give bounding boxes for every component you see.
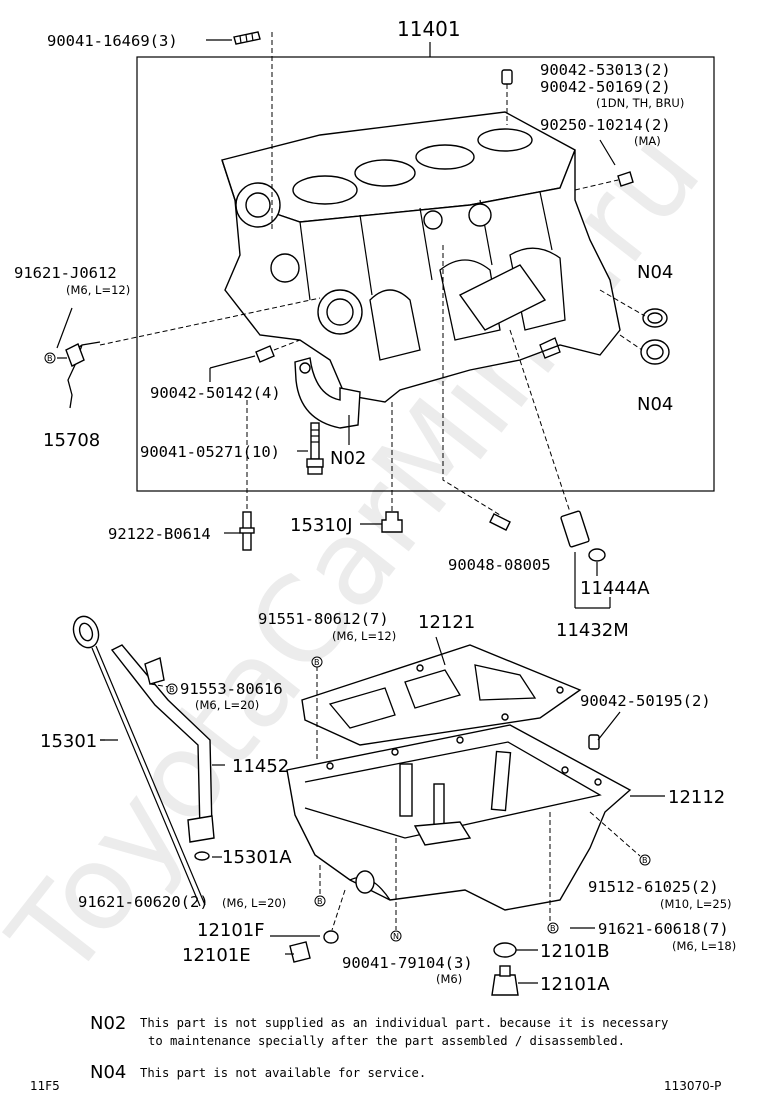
svg-text:B: B (314, 658, 320, 667)
cylinder-block-drawing (221, 111, 621, 403)
reference-markers: B B B B B B N (44, 352, 651, 942)
svg-text:B: B (550, 924, 556, 933)
svg-text:B: B (169, 685, 175, 694)
label-90041-79104-note: (M6) (436, 972, 462, 986)
label-11401[interactable]: 11401 (397, 17, 461, 41)
label-92122-B0614[interactable]: 92122-B0614 (108, 525, 211, 543)
legend-n02-code: N02 (90, 1013, 126, 1034)
switch-15310J-drawing (381, 402, 403, 533)
label-91553-80616[interactable]: 91553-80616 (180, 680, 283, 698)
label-91621-60620[interactable]: 91621-60620(2) (78, 893, 209, 911)
bearing-cap-drawing (294, 357, 361, 429)
footer-right-code: 113070-P (664, 1079, 721, 1093)
label-90250-10214-note: (MA) (634, 134, 661, 148)
legend-n04-line1: This part is not available for service. (140, 1066, 426, 1080)
label-91621-60618-note: (M6, L=18) (672, 939, 736, 953)
label-90042-50169[interactable]: 90042-50169(2) (540, 78, 671, 96)
label-90042-50195[interactable]: 90042-50195(2) (580, 692, 711, 710)
label-15301A[interactable]: 15301A (222, 847, 292, 868)
label-90042-50169-note: (1DN, TH, BRU) (596, 96, 684, 110)
label-12112[interactable]: 12112 (668, 787, 725, 808)
label-91551-80612[interactable]: 91551-80612(7) (258, 610, 389, 628)
label-15301[interactable]: 15301 (40, 731, 97, 752)
label-90041-79104[interactable]: 90041-79104(3) (342, 954, 473, 972)
label-15708[interactable]: 15708 (43, 430, 100, 451)
label-12101A[interactable]: 12101A (540, 974, 610, 995)
leader-lines (100, 39, 665, 984)
label-12121[interactable]: 12121 (418, 612, 475, 633)
label-91551-80612-note: (M6, L=12) (332, 629, 396, 643)
svg-text:B: B (47, 354, 53, 363)
label-90041-16469[interactable]: 90041-16469(3) (47, 32, 178, 50)
part-labels: 11401 90041-16469(3) 90042-53013(2) 9004… (14, 17, 736, 995)
label-11444A[interactable]: 11444A (580, 578, 650, 599)
bolt-90041-05271-drawing (306, 422, 324, 475)
legend: N02 This part is not supplied as an indi… (90, 1013, 668, 1083)
pipe-11432M-drawing (509, 329, 611, 609)
drain-plug-parts-drawing (289, 734, 600, 996)
pin-90042-53013-drawing (501, 69, 513, 125)
footer-left-code: 11F5 (30, 1079, 60, 1093)
label-15310J[interactable]: 15310J (290, 515, 353, 536)
plug-90048-08005-drawing (442, 245, 511, 531)
label-90250-10214[interactable]: 90250-10214(2) (540, 116, 671, 134)
baffle-plate-12121-drawing (301, 644, 582, 746)
stud-92122-B0614-drawing (239, 400, 255, 551)
label-12101E[interactable]: 12101E (182, 945, 251, 966)
pin-90250-10214-drawing (574, 139, 634, 191)
svg-text:B: B (317, 897, 323, 906)
legend-n02-line2: to maintenance specially after the part … (148, 1034, 625, 1048)
label-91553-80616-note: (M6, L=20) (195, 698, 259, 712)
label-n04-b[interactable]: N04 (637, 394, 673, 415)
dipstick-guide-11452-drawing (110, 644, 215, 861)
bolt-90041-16469-drawing (233, 31, 273, 230)
label-91512-61025[interactable]: 91512-61025(2) (588, 878, 719, 896)
pin-90042-50142-drawing (209, 339, 301, 382)
oil-pan-12112-drawing (286, 724, 632, 911)
oil-jet-15708-drawing (56, 297, 321, 409)
label-90048-08005[interactable]: 90048-08005 (448, 556, 551, 574)
label-91621-60618[interactable]: 91621-60618(7) (598, 920, 729, 938)
label-91621-J0612-note: (M6, L=12) (66, 283, 130, 297)
label-91512-61025-note: (M10, L=25) (660, 897, 732, 911)
label-n04-a[interactable]: N04 (637, 262, 673, 283)
label-12101F[interactable]: 12101F (197, 920, 265, 941)
svg-text:N: N (393, 932, 399, 941)
label-90042-53013[interactable]: 90042-53013(2) (540, 61, 671, 79)
svg-text:B: B (642, 856, 648, 865)
label-11432M[interactable]: 11432M (556, 620, 629, 641)
dipstick-15301-drawing (72, 615, 206, 907)
engine-block-frame (136, 56, 715, 492)
label-91621-60620-note: (M6, L=20) (222, 896, 286, 910)
label-90041-05271[interactable]: 90041-05271(10) (140, 443, 280, 461)
seal-n04-drawing (599, 289, 670, 365)
label-91621-J0612[interactable]: 91621-J0612 (14, 264, 117, 282)
label-12101B[interactable]: 12101B (540, 941, 610, 962)
label-90042-50142[interactable]: 90042-50142(4) (150, 384, 281, 402)
label-11452[interactable]: 11452 (232, 756, 289, 777)
legend-n04-code: N04 (90, 1062, 126, 1083)
label-n02[interactable]: N02 (330, 448, 366, 469)
legend-n02-line1: This part is not supplied as an individu… (140, 1016, 668, 1030)
